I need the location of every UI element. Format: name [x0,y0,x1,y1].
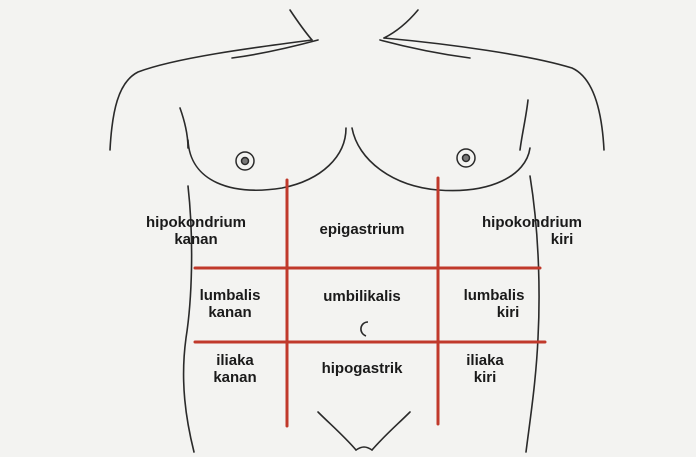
label-hipokondrium-kiri: hipokondrium kiri [482,214,582,248]
label-epigastrium: epigastrium [319,221,404,238]
label-hipogastrik: hipogastrik [322,360,403,377]
left-armpit [180,108,188,148]
left-shoulder-outline [110,40,312,150]
navel [361,322,368,336]
neck-right-outline [384,10,418,38]
left-nipple [236,152,254,170]
groin-center-line [356,447,372,450]
left-breast-outline [188,128,346,190]
right-breast-outline [352,128,530,191]
label-lumbalis-kanan: lumbalis kanan [200,287,261,321]
label-iliaka-kiri: iliaka kiri [466,352,504,386]
right-shoulder-outline [384,38,604,150]
label-umbilikalis: umbilikalis [323,288,401,305]
neck-left-outline [290,10,312,40]
label-iliaka-kanan: iliaka kanan [213,352,256,386]
right-nipple [457,149,475,167]
right-groin-line [372,412,410,450]
right-armpit [520,100,528,150]
label-lumbalis-kiri: lumbalis kiri [464,287,525,321]
label-hipokondrium-kanan: hipokondrium kanan [146,214,246,248]
left-groin-line [318,412,356,450]
